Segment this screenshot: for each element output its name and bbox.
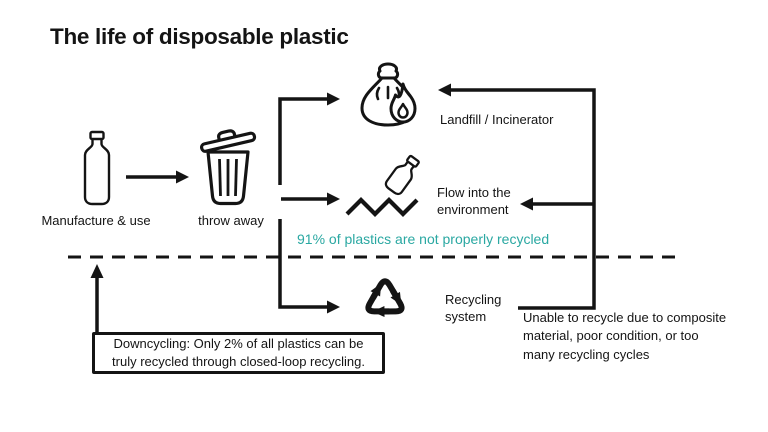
not-recycled-note: 91% of plastics are not properly recycle…: [297, 231, 550, 247]
downcycling-note-text: Downcycling: Only 2% of all plastics can…: [112, 336, 365, 369]
unable-to-recycle-note: Unable to recycle due to composite mater…: [523, 310, 727, 362]
arrow-right-icon: [176, 170, 189, 184]
environment-label: Flow into the environment: [437, 185, 511, 217]
arrow-return-environment-icon: [520, 197, 533, 211]
plastic-bottle-icon: [83, 130, 111, 206]
arrow-to-landfill-icon: [327, 92, 340, 106]
throw-away-label: throw away: [198, 213, 264, 228]
arrow-to-environment-icon: [327, 192, 340, 206]
landfill-incinerator-label: Landfill / Incinerator: [440, 112, 554, 127]
arrow-to-recycling-icon: [327, 300, 340, 314]
arrow-return-landfill-icon: [438, 83, 451, 97]
arrow-up-icon: [90, 264, 104, 278]
manufacture-label: Manufacture & use: [41, 213, 151, 228]
recycling-system-label: Recycling system: [445, 292, 502, 324]
downcycling-note-box: Downcycling: Only 2% of all plastics can…: [92, 332, 385, 374]
trash-can-icon: [200, 129, 257, 206]
environment-litter-icon: [345, 154, 420, 217]
recycling-icon: [365, 278, 405, 318]
landfill-incinerator-icon: [360, 62, 417, 127]
page-title: The life of disposable plastic: [50, 24, 349, 49]
